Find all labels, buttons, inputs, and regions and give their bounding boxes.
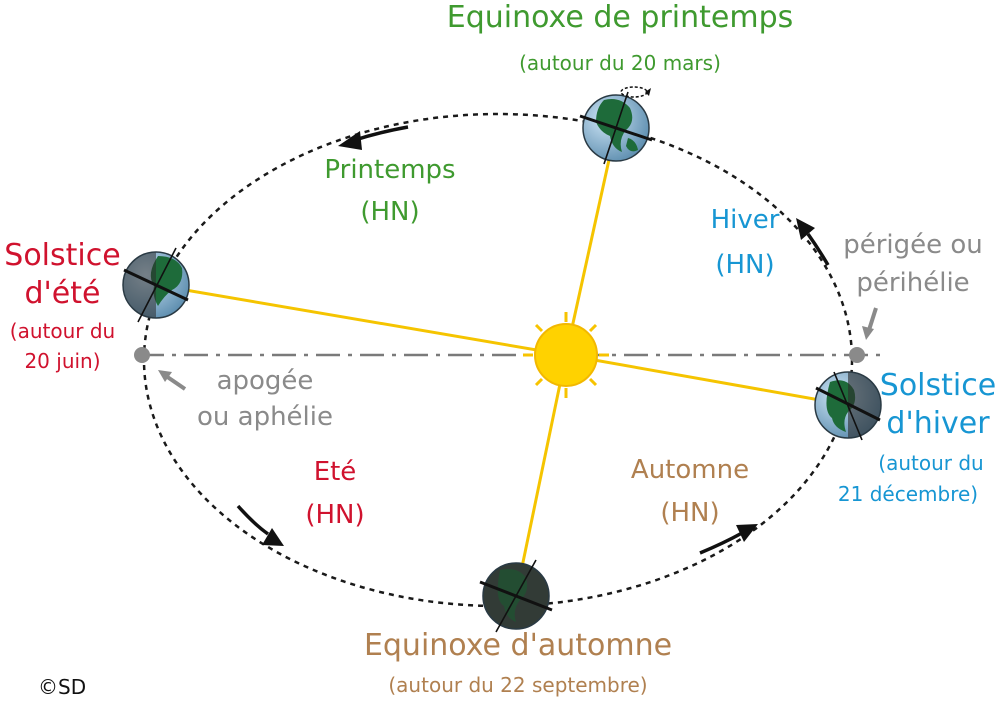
orbit-arrow-icon (236, 504, 284, 546)
season-autumn-name: Automne (630, 455, 750, 485)
orbit-arrow-icon (796, 218, 830, 266)
copyright-label: ©SD (38, 675, 87, 699)
apogee-pointer-icon (158, 370, 187, 391)
orbit-arrow-icon (699, 524, 758, 555)
spring-equinox-title: Equinoxe de printemps (446, 0, 794, 35)
autumn-equinox-title: Equinoxe d'automne (363, 628, 673, 663)
earth-globe-icon (479, 559, 553, 633)
earth-globe-icon (122, 247, 190, 323)
season-winter-hemisphere: (HN) (715, 250, 775, 280)
season-spring-hemisphere: (HN) (360, 197, 420, 227)
season-summer-hemisphere: (HN) (305, 500, 365, 530)
perigee-marker (849, 347, 865, 363)
season-summer-name: Eté (313, 457, 357, 487)
winter-solstice-date-line1: (autour du (878, 451, 984, 475)
season-spring-name: Printemps (324, 155, 456, 185)
perigee-label-line2: périhélie (856, 268, 970, 298)
winter-solstice-line2: d'hiver (886, 406, 990, 441)
sun-lines (155, 127, 849, 597)
autumn-equinox-date: (autour du 22 septembre) (388, 673, 648, 697)
summer-solstice-date-line2: 20 juin) (24, 349, 101, 373)
orbit-arrow-icon (338, 125, 409, 150)
apogee-label-line1: apogée (216, 366, 314, 396)
perigee-pointer-icon (862, 307, 878, 340)
sun-icon (523, 312, 609, 398)
earth-globe-icon (814, 371, 882, 441)
summer-solstice-line1: Solstice (4, 238, 121, 273)
earth-globe-icon (579, 86, 653, 165)
season-autumn-hemisphere: (HN) (660, 498, 720, 528)
summer-solstice-line2: d'été (24, 276, 101, 311)
winter-solstice-line1: Solstice (879, 368, 997, 403)
winter-solstice-date-line2: 21 décembre) (837, 482, 979, 506)
spring-equinox-date: (autour du 20 mars) (519, 51, 721, 75)
perigee-label-line1: périgée ou (843, 230, 983, 260)
rotation-arrow-icon (620, 86, 651, 98)
summer-solstice-date-line1: (autour du (9, 319, 116, 343)
apogee-label-line2: ou aphélie (196, 402, 333, 432)
apogee-marker (134, 347, 150, 363)
season-winter-name: Hiver (710, 205, 780, 235)
